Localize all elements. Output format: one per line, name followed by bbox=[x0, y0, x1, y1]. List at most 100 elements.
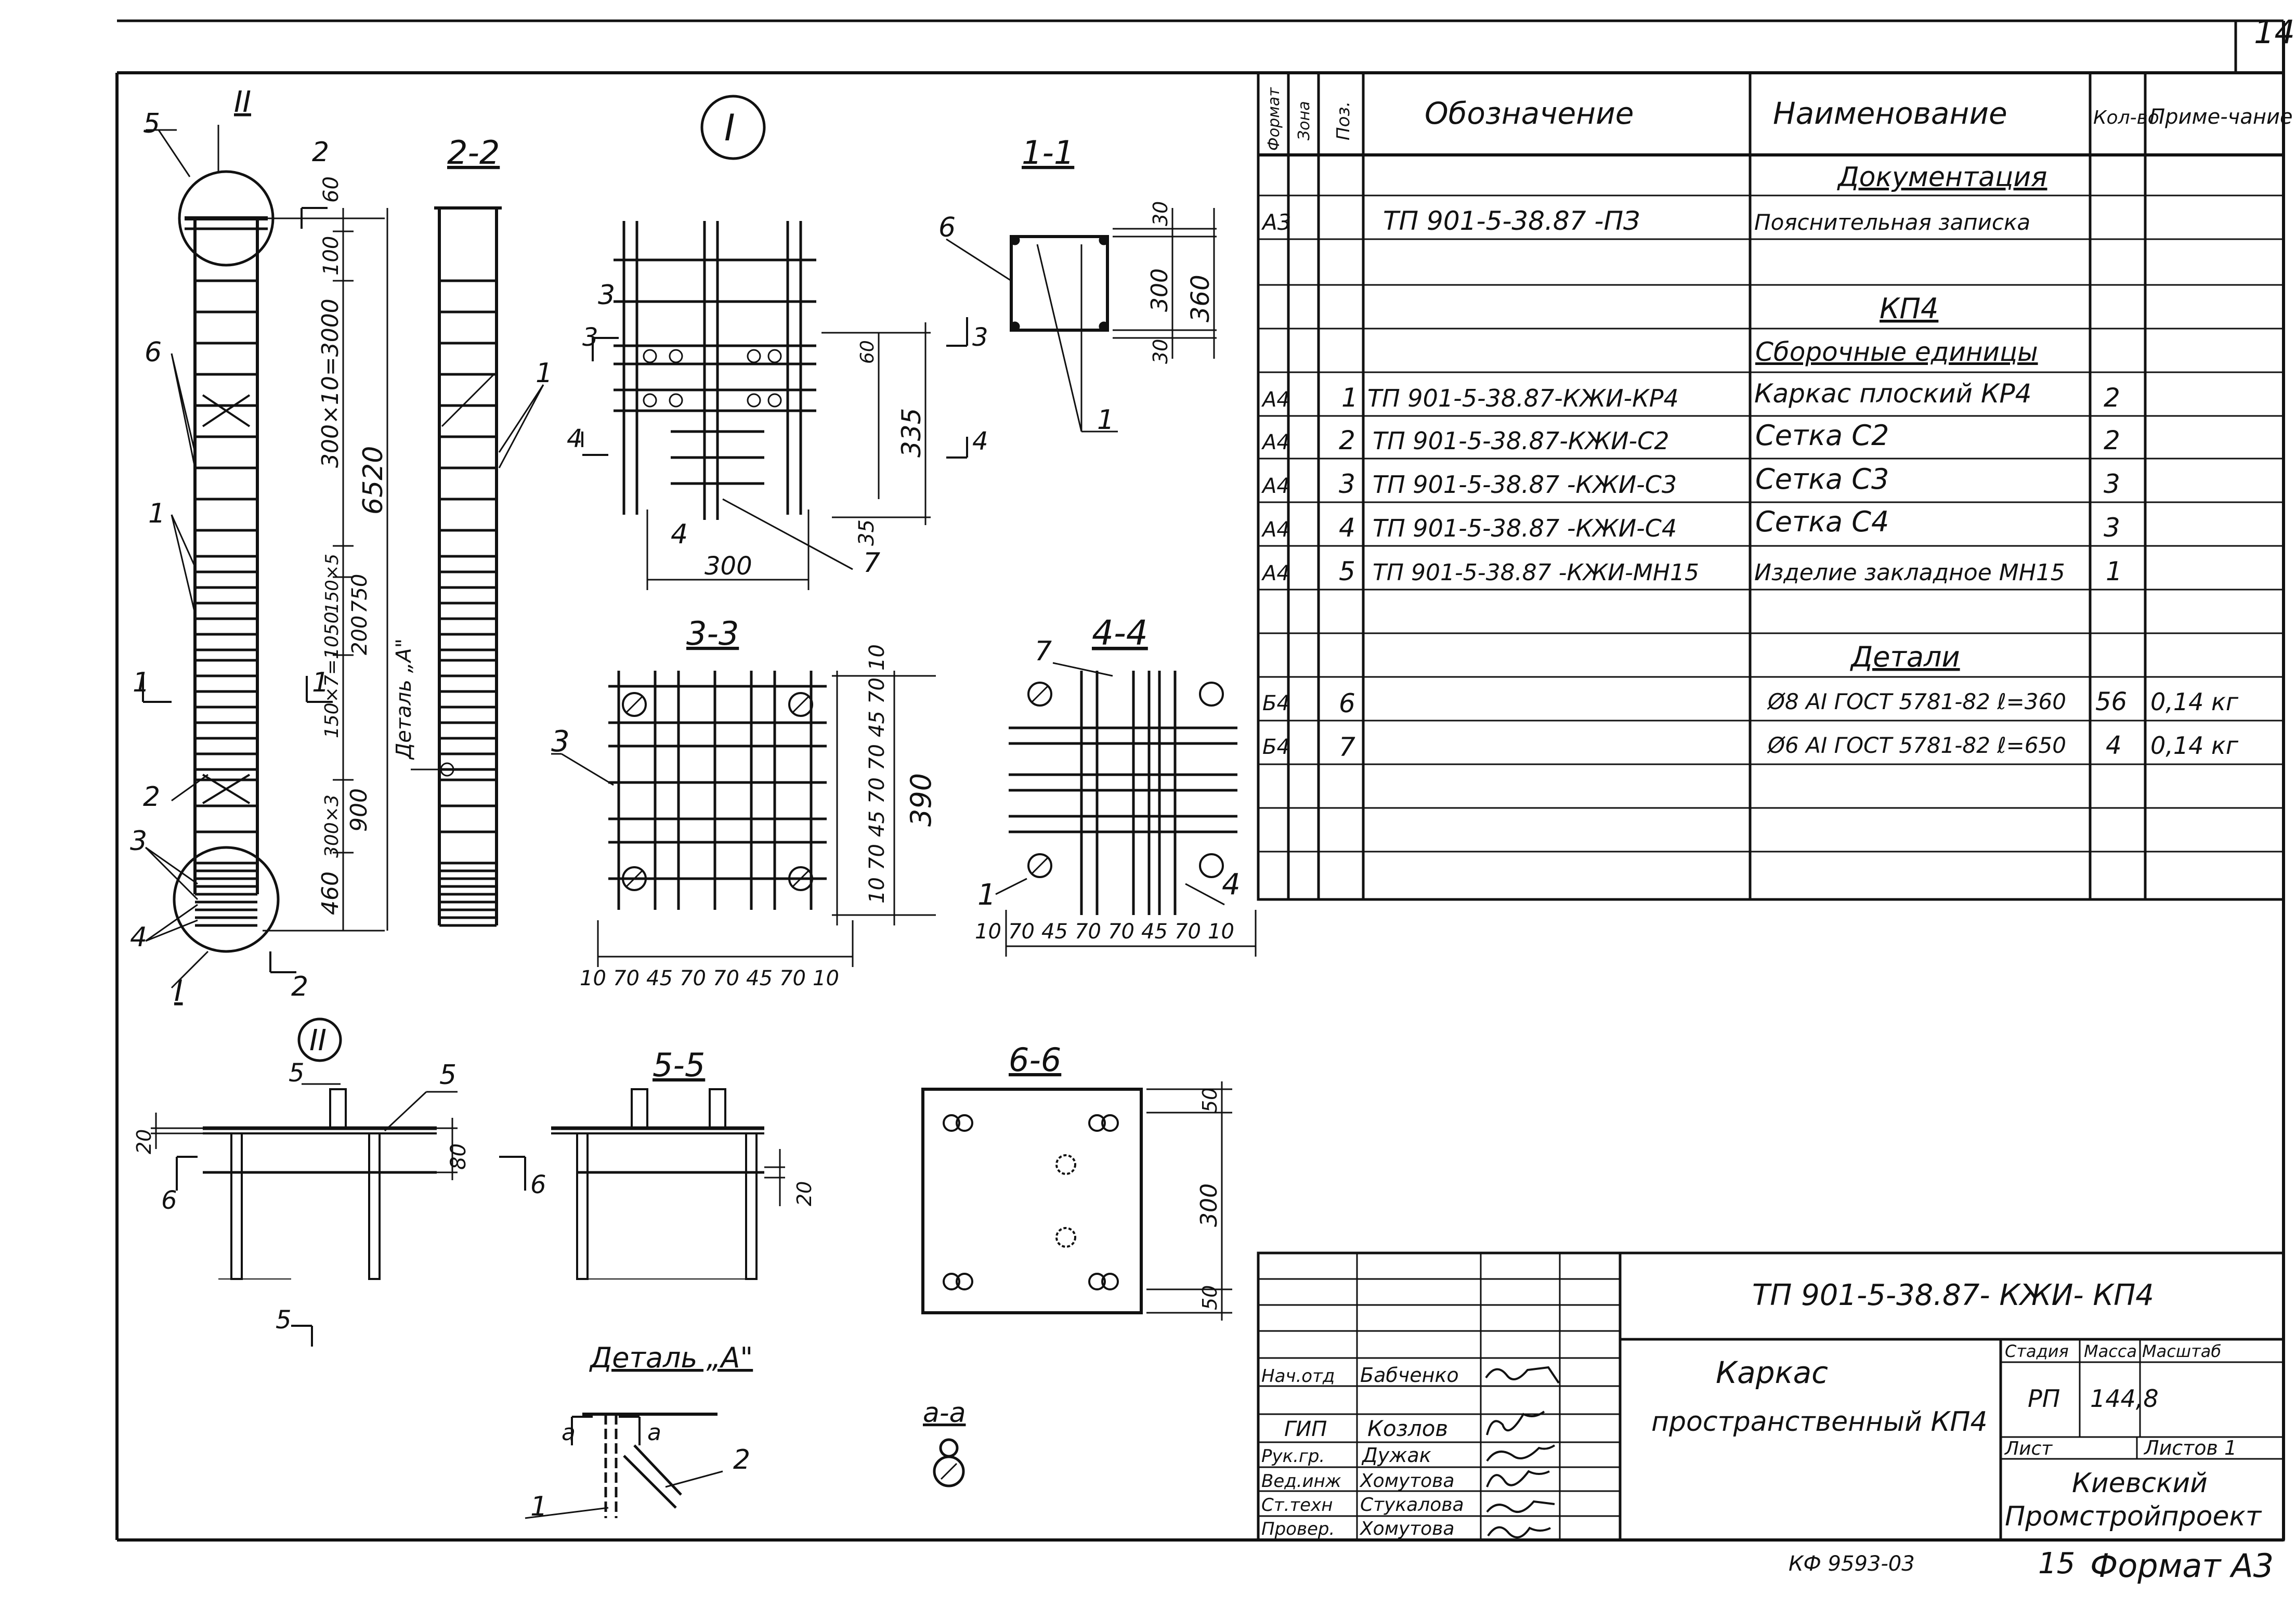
role-2: ГИП bbox=[1284, 1417, 1327, 1441]
asm-designation-2: ТП 901-5-38.87-КЖИ-С2 bbox=[1373, 427, 1669, 455]
stage-label: Стадия bbox=[2005, 1341, 2069, 1361]
section-4-4-view bbox=[995, 662, 1257, 957]
section-6-6-dim-300: 300 bbox=[1196, 1183, 1222, 1227]
section-3-3-right-dim: 45 bbox=[865, 711, 889, 737]
detail-I-cut-4b: 4 bbox=[972, 427, 988, 456]
elev-roman-1: I bbox=[174, 974, 183, 1008]
section-documentation: Документация bbox=[1837, 162, 2047, 193]
title-block-text: ТП 901-5-38.87- КЖИ- КП4 Каркас простран… bbox=[1261, 1278, 2262, 1539]
header-zone: Зона bbox=[1295, 101, 1313, 140]
asm-designation-1: ТП 901-5-38.87-КЖИ-КР4 bbox=[1367, 384, 1679, 412]
section-3-3-bottom-dim: 70 bbox=[613, 967, 640, 990]
det-pos-7: 7 bbox=[1339, 732, 1355, 762]
dim-150x7: 150×7=1050 bbox=[321, 611, 343, 738]
asm-format-4: А4 bbox=[1261, 518, 1290, 542]
section-4-4-bottom-dim: 10 bbox=[975, 920, 1001, 944]
header-designation: Обозначение bbox=[1425, 96, 1634, 131]
asm-pos-5: 5 bbox=[1339, 556, 1355, 586]
section-3-3-bottom-dim: 10 bbox=[580, 967, 606, 990]
detail-II-dim-80: 80 bbox=[447, 1143, 471, 1170]
detail-I-pos-3: 3 bbox=[598, 280, 615, 311]
asm-qty-3: 3 bbox=[2104, 469, 2120, 499]
asm-name-1: Каркас плоский КР4 bbox=[1754, 378, 2031, 409]
detail-a-vertical: Деталь „А" bbox=[392, 638, 416, 760]
section-3-3-right-dim: 70 bbox=[865, 777, 889, 804]
detail-II-roman: II bbox=[309, 1024, 327, 1057]
elev-pos-6: 6 bbox=[145, 337, 162, 368]
section-4-4-bottom-dim: 70 bbox=[1008, 920, 1035, 944]
section-3-3-pos-3: 3 bbox=[551, 725, 570, 759]
detail-I-labels: I 3 3 4 4 300 7 60 335 35 3 4 bbox=[567, 107, 988, 581]
section-5-5-view bbox=[499, 1088, 785, 1280]
name-1: Бабченко bbox=[1360, 1364, 1459, 1387]
section-3-3-title: 3-3 bbox=[686, 615, 739, 652]
detail-I-dim-335: 335 bbox=[896, 408, 927, 458]
section-3-3-right-dim: 70 bbox=[865, 844, 889, 870]
header-note: Приме-чание bbox=[2149, 105, 2293, 129]
detail-II-pos-5: 5 bbox=[439, 1060, 456, 1091]
section-4-4-pos-1: 1 bbox=[977, 878, 996, 912]
section-3-3-bottom-dim: 45 bbox=[646, 967, 673, 990]
det-note-6: 0,14 кг bbox=[2150, 688, 2239, 716]
detail-A-pos-2: 2 bbox=[733, 1444, 750, 1476]
det-name-7: Ø6 АI ГОСТ 5781-82 ℓ=650 bbox=[1767, 733, 2066, 758]
detail-II-labels: II 5 5 20 6 80 5 bbox=[133, 1024, 471, 1335]
elev-cut-1a: 1 bbox=[133, 667, 150, 698]
section-6-6-dim-50a: 50 bbox=[1198, 1088, 1221, 1113]
section-4-4-pos-4: 4 bbox=[1222, 868, 1241, 902]
asm-qty-4: 3 bbox=[2104, 513, 2120, 543]
section-a-a-title: а-а bbox=[923, 1398, 966, 1429]
section-3-3-right-dim: 70 bbox=[865, 744, 889, 771]
elev-pos-2: 2 bbox=[143, 781, 160, 813]
section-3-3-bottom-dim: 10 bbox=[813, 967, 839, 990]
sheet-label: Лист bbox=[2004, 1438, 2053, 1459]
asm-name-2: Сетка С2 bbox=[1755, 419, 1889, 452]
section-2-2-title: 2-2 bbox=[447, 134, 500, 172]
detail-I-dim-35: 35 bbox=[855, 519, 879, 546]
drawing-title-2: пространственный КП4 bbox=[1651, 1406, 1988, 1438]
section-3-3-right-dim: 10 bbox=[865, 877, 889, 904]
section-1-1-dim-360: 360 bbox=[1186, 275, 1215, 322]
section-3-3-grid bbox=[608, 671, 827, 910]
detail-I-pos-7: 7 bbox=[863, 547, 880, 579]
name-5: Стукалова bbox=[1360, 1494, 1464, 1516]
elev-cut-2a: 2 bbox=[312, 137, 329, 168]
asm-format-3: А4 bbox=[1261, 474, 1290, 498]
sheets-label: Листов 1 bbox=[2143, 1437, 2237, 1459]
detail-II-dim-20: 20 bbox=[133, 1129, 155, 1154]
dim-150x5: 150×5 bbox=[322, 554, 343, 613]
asm-pos-3: 3 bbox=[1339, 469, 1355, 499]
det-qty-6: 56 bbox=[2095, 687, 2127, 716]
elev-pos-3: 3 bbox=[130, 826, 147, 857]
elev-pos-5: 5 bbox=[143, 108, 160, 139]
detail-I-dim-300: 300 bbox=[705, 552, 752, 581]
dim-300x3: 300×3 bbox=[321, 794, 343, 858]
section-details: Детали bbox=[1850, 641, 1960, 673]
section-1-1-dim-300: 300 bbox=[1146, 268, 1173, 312]
asm-pos-4: 4 bbox=[1339, 513, 1355, 543]
asm-name-5: Изделие закладное МН15 bbox=[1754, 559, 2065, 586]
section-6-6-labels: 6-6 50 300 50 bbox=[1009, 1041, 1222, 1310]
section-4-4-bottom-dim: 45 bbox=[1141, 920, 1168, 944]
det-format-6: Б4 bbox=[1262, 691, 1290, 715]
name-3: Дужак bbox=[1361, 1444, 1431, 1467]
section-1-1-dim-30a: 30 bbox=[1149, 201, 1172, 226]
section-4-4-pos-7: 7 bbox=[1035, 636, 1052, 667]
detail-I-view bbox=[581, 95, 968, 590]
scale-label: Масштаб bbox=[2142, 1341, 2221, 1361]
asm-qty-2: 2 bbox=[2104, 425, 2120, 455]
asm-format-5: А4 bbox=[1261, 562, 1290, 585]
detail-I-roman: I bbox=[724, 107, 735, 149]
main-elevation-view bbox=[142, 125, 388, 989]
section-4-4-bottom-dim: 70 bbox=[1108, 920, 1134, 944]
detail-I-pos-4: 4 bbox=[671, 519, 688, 550]
section-1-1-title: 1-1 bbox=[1022, 134, 1074, 172]
section-a-a-view bbox=[933, 1438, 965, 1487]
role-5: Ст.техн bbox=[1261, 1495, 1333, 1516]
section-6-6-dim-50b: 50 bbox=[1198, 1285, 1221, 1310]
role-4: Вед.инж bbox=[1261, 1471, 1341, 1492]
detail-A-title: Деталь „А" bbox=[589, 1341, 753, 1374]
asm-pos-1: 1 bbox=[1341, 383, 1358, 413]
